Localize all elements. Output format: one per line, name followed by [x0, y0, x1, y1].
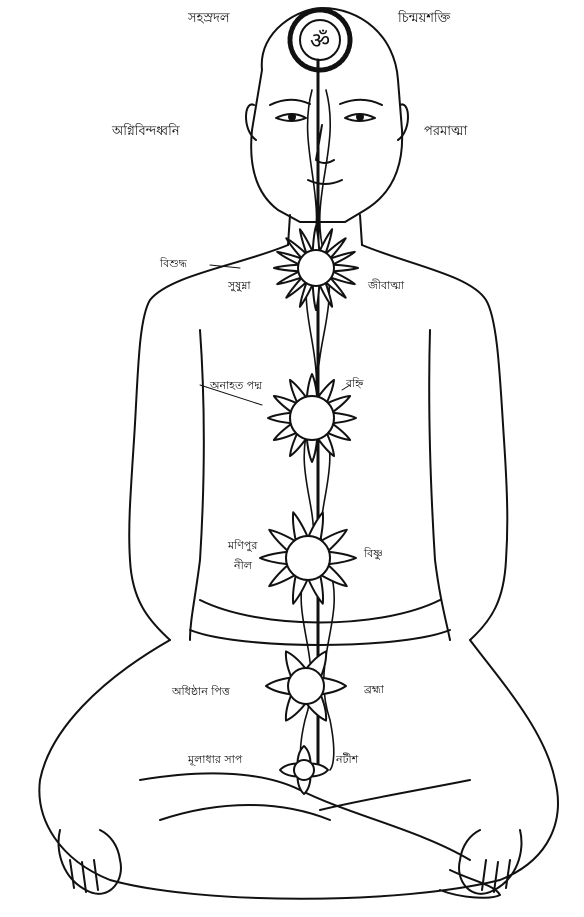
foot — [440, 870, 500, 898]
sahasrara-chakra: ॐ — [290, 10, 350, 70]
label-paramatma: পরমাত্মা — [424, 125, 467, 138]
lotus-petal — [274, 265, 298, 271]
label-anahata: অনাহত পদ্ম — [210, 380, 262, 391]
lotus-center — [288, 668, 324, 704]
manipura-chakra — [260, 512, 356, 603]
label-sahasradala: সহস্রদল — [188, 12, 230, 25]
left-hand — [59, 830, 121, 894]
lotus-center — [286, 536, 330, 580]
label-agnibindhvani: অগ্নিবিন্দধ্বনি — [112, 125, 180, 138]
lotus-petal — [260, 552, 287, 564]
lotus-petal — [333, 413, 356, 423]
label-shiva: নটীশ — [336, 754, 358, 765]
anahata-chakra — [268, 374, 356, 462]
right-hand — [459, 830, 521, 894]
lotus-petal — [334, 265, 358, 271]
torso-outline — [129, 245, 288, 640]
label-svadhisthana: অধিষ্ঠান পিত্ত — [172, 686, 230, 697]
label-sushumna: সুষুম্না — [228, 280, 251, 291]
label-brahma: ব্রহ্মা — [364, 684, 384, 695]
lotus-petal — [266, 678, 290, 694]
label-chinmayashakti: চিন্ময়শক্তি — [398, 12, 450, 25]
lotus-petal — [268, 413, 291, 423]
label-jivatma: জীবাত্মা — [368, 280, 404, 291]
label-vishnu: বিষ্ণু — [364, 548, 383, 559]
label-manipura: মণিপুর — [228, 540, 257, 551]
label-muladhara: মূলাধার সাপ — [188, 754, 242, 765]
svg-text:ॐ: ॐ — [310, 29, 330, 54]
lotus-center — [290, 396, 334, 440]
left-brow — [270, 100, 310, 105]
label-vishuddha: বিশুদ্ধ — [160, 258, 187, 269]
vishuddha-chakra — [274, 226, 358, 310]
lotus-center — [298, 250, 334, 286]
lotus-center — [294, 760, 314, 780]
lotus-petal — [329, 552, 356, 564]
svadhisthana-chakra — [266, 651, 346, 720]
lotus-petal — [307, 439, 317, 462]
muladhara-chakra — [280, 746, 328, 794]
right-brow — [340, 100, 382, 105]
label-nila: নীল — [234, 560, 252, 571]
lotus-petal — [322, 678, 346, 694]
label-vanhi: বহ্নি — [346, 378, 363, 389]
